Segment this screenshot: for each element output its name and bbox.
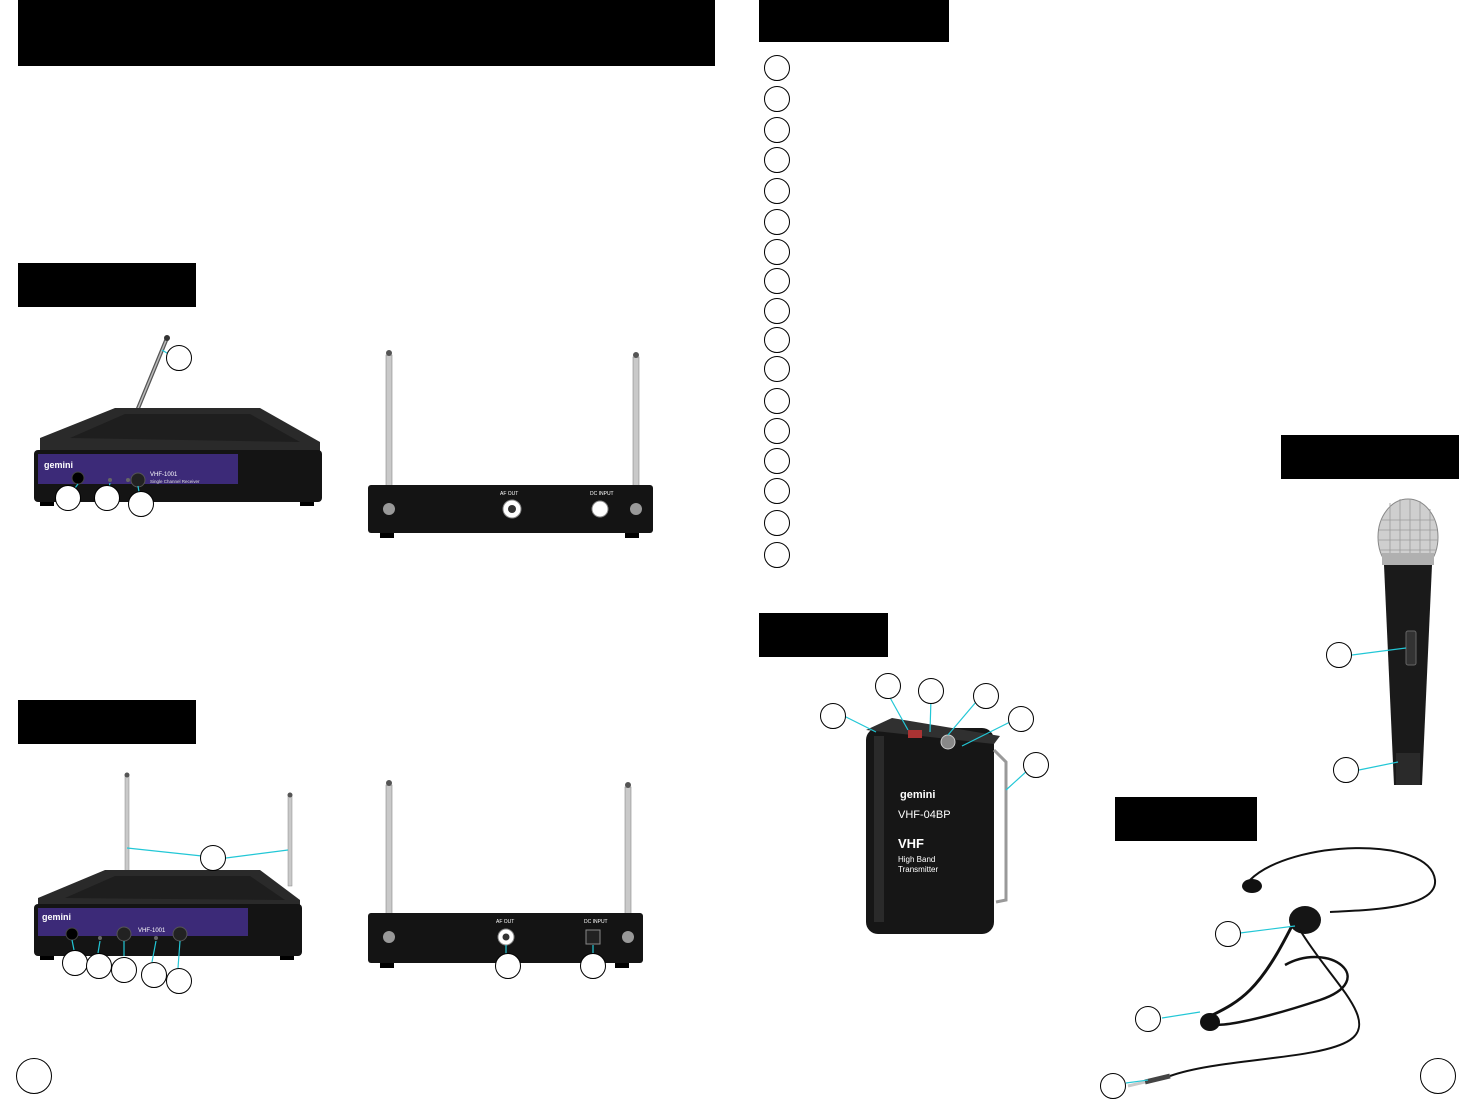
single-back-dc-input: DC INPUT <box>590 491 614 497</box>
list-circle-11 <box>764 356 790 382</box>
single-receiver-back-illustration: AF OUT DC INPUT <box>368 350 653 538</box>
bodypack-brand: gemini <box>900 789 935 801</box>
callout-dual-antennas <box>200 845 226 871</box>
dual-back-dc-input: DC INPUT <box>584 919 608 925</box>
single-front-model: VHF-1001 <box>150 472 178 478</box>
callout-dual-af-out <box>495 953 521 979</box>
handheld-microphone-illustration <box>1377 498 1439 785</box>
list-circle-9 <box>764 298 790 324</box>
list-circle-1 <box>764 55 790 81</box>
list-circle-7 <box>764 239 790 265</box>
dual-back-af-out: AF OUT <box>496 919 514 925</box>
list-circle-17 <box>764 542 790 568</box>
callout-single-antenna <box>166 345 192 371</box>
page-number-left <box>16 1058 52 1094</box>
callout-single-led <box>94 485 120 511</box>
dual-receiver-back-illustration: AF OUT DC INPUT <box>368 780 643 968</box>
single-front-brand: gemini <box>44 460 73 470</box>
callout-bodypack-1 <box>820 703 846 729</box>
list-circle-6 <box>764 209 790 235</box>
callout-bodypack-2 <box>875 673 901 699</box>
list-circle-12 <box>764 388 790 414</box>
list-circle-16 <box>764 510 790 536</box>
list-circle-8 <box>764 268 790 294</box>
page-number-right <box>1420 1058 1456 1094</box>
dual-receiver-front-illustration: gemini VHF-1001 <box>34 772 302 969</box>
bodypack-line3: Transmitter <box>898 865 938 874</box>
section-header-bodypack <box>759 613 888 657</box>
section-header-single-receiver <box>18 263 196 307</box>
dual-front-brand: gemini <box>42 912 71 922</box>
section-header-features <box>759 0 949 42</box>
bodypack-model: VHF-04BP <box>898 809 951 821</box>
callout-handheld-switch <box>1326 642 1352 668</box>
callout-single-power <box>55 485 81 511</box>
list-circle-5 <box>764 178 790 204</box>
list-circle-4 <box>764 147 790 173</box>
bodypack-transmitter-illustration: gemini VHF-04BP VHF High Band Transmitte… <box>839 693 1029 934</box>
list-circle-15 <box>764 478 790 504</box>
section-header-handheld <box>1281 435 1459 479</box>
callout-bodypack-5 <box>1008 706 1034 732</box>
callout-single-volume <box>128 491 154 517</box>
section-header-headset <box>1115 797 1257 841</box>
top-title-bar <box>18 0 715 66</box>
bodypack-line2: High Band <box>898 855 935 864</box>
single-back-af-out: AF OUT <box>500 491 518 497</box>
callout-bodypack-4 <box>973 683 999 709</box>
callout-bodypack-3 <box>918 678 944 704</box>
list-circle-14 <box>764 448 790 474</box>
list-circle-3 <box>764 117 790 143</box>
list-circle-2 <box>764 86 790 112</box>
list-circle-10 <box>764 327 790 353</box>
callout-headset-plug <box>1100 1073 1126 1099</box>
section-header-dual-receiver <box>18 700 196 744</box>
callout-dual-volume-a <box>111 957 137 983</box>
single-front-desc: Single Channel Receiver <box>150 479 200 484</box>
dual-front-model: VHF-1001 <box>138 928 166 934</box>
callout-dual-dc-input <box>580 953 606 979</box>
callout-headset-mic <box>1135 1006 1161 1032</box>
callout-bodypack-6 <box>1023 752 1049 778</box>
callout-headset-earpiece <box>1215 921 1241 947</box>
bodypack-line1: VHF <box>898 836 924 851</box>
headset-microphone-illustration <box>1125 847 1437 1088</box>
callout-handheld-battery <box>1333 757 1359 783</box>
callout-dual-volume-b <box>166 968 192 994</box>
list-circle-13 <box>764 418 790 444</box>
